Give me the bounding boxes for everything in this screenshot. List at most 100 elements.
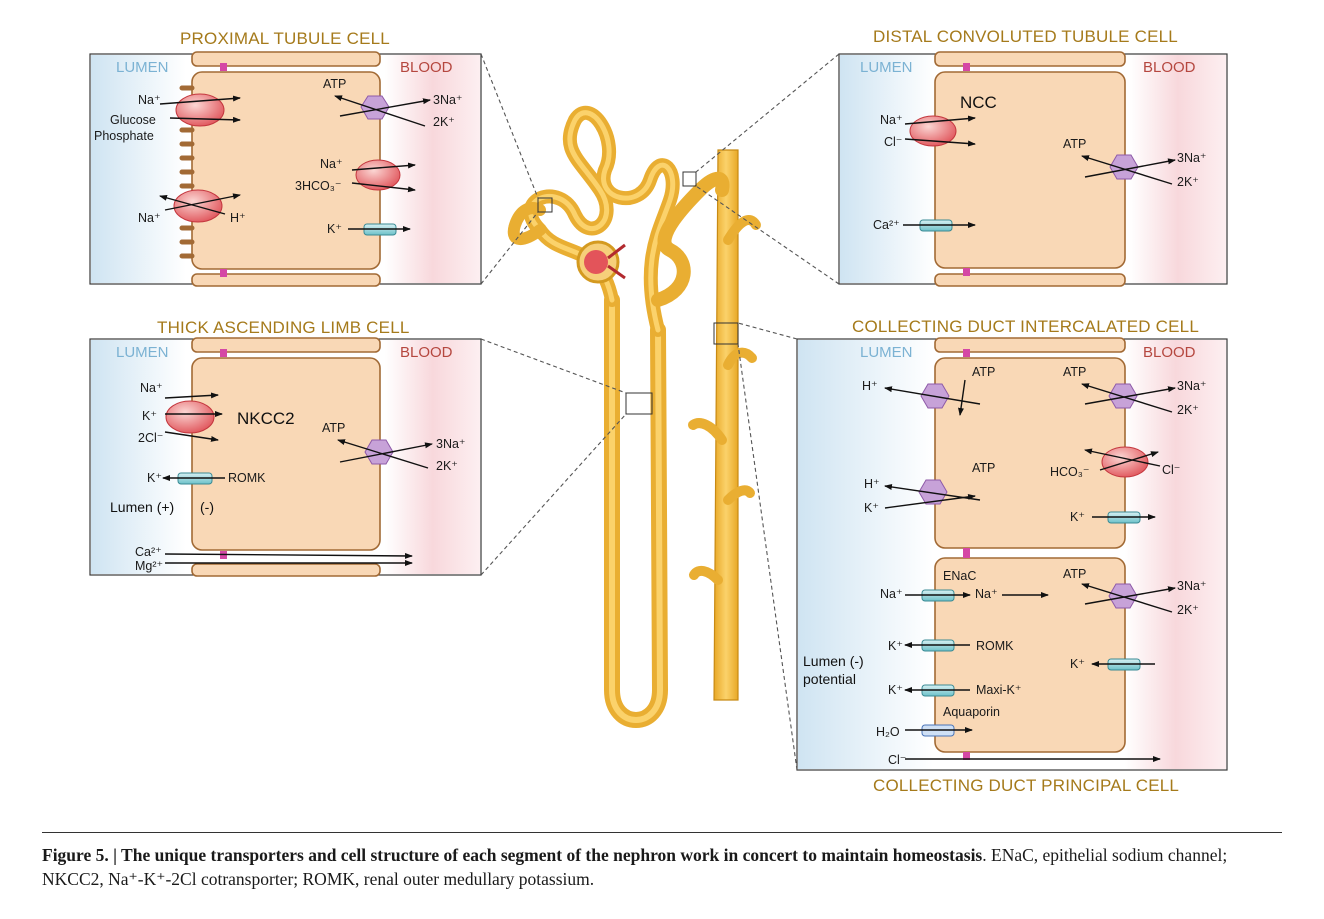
lumen-label: LUMEN xyxy=(116,59,169,76)
ncc-label: NCC xyxy=(960,93,997,112)
panel-title: COLLECTING DUCT INTERCALATED CELL xyxy=(852,317,1199,336)
proximal-tubule-panel: PROXIMAL TUBULE CELL LUMEN BLOOD Na⁺ Glu… xyxy=(89,29,482,287)
na-glucose-cotransporter xyxy=(159,93,241,127)
atp-label: ATP xyxy=(972,461,995,475)
ion-label: Na⁺ xyxy=(138,93,161,107)
panel-title-bottom: COLLECTING DUCT PRINCIPAL CELL xyxy=(873,776,1179,795)
h-k-atpase xyxy=(884,479,981,509)
ion-label: K⁺ xyxy=(888,683,903,697)
caption-rest: . ENaC, epithelial sodium channel; NKCC2… xyxy=(42,845,1228,889)
bicarbonate-chloride-exchanger xyxy=(1084,446,1161,478)
ion-label: K⁺ xyxy=(327,222,342,236)
na-k-atpase xyxy=(337,439,433,469)
na-h-exchanger xyxy=(159,189,241,223)
atp-label: ATP xyxy=(1063,137,1086,151)
panel-title: DISTAL CONVOLUTED TUBULE CELL xyxy=(873,27,1178,46)
atp-label: ATP xyxy=(972,365,995,379)
caption-bold-text: The unique transporters and cell structu… xyxy=(121,845,983,865)
ion-label: 2K⁺ xyxy=(1177,603,1199,617)
ion-label: H⁺ xyxy=(862,379,878,393)
blood-label: BLOOD xyxy=(1143,59,1196,76)
lumen-potential-label-2: potential xyxy=(803,671,856,687)
ion-label: 3HCO₃⁻ xyxy=(295,179,341,193)
thick-ascending-limb-panel: THICK ASCENDING LIMB CELL LUMEN BLOOD Na… xyxy=(89,318,482,577)
k-channel xyxy=(348,223,411,236)
atp-label: ATP xyxy=(323,77,346,91)
ion-label: Na⁺ xyxy=(880,587,903,601)
ion-label: Ca²⁺ xyxy=(135,545,162,559)
ion-label: Glucose xyxy=(110,113,156,127)
h-atpase-apical xyxy=(884,379,981,416)
nkcc2-transporter xyxy=(164,392,223,442)
aquaporin-channel xyxy=(905,724,973,737)
ion-label: HCO₃⁻ xyxy=(1050,465,1089,479)
ion-label: Na⁺ xyxy=(975,587,998,601)
panel-title: THICK ASCENDING LIMB CELL xyxy=(157,318,410,337)
ion-label: 2Cl⁻ xyxy=(138,431,163,445)
ion-label: K⁺ xyxy=(142,409,157,423)
lumen-potential-label: Lumen (-) xyxy=(803,653,864,669)
blood-label: BLOOD xyxy=(400,344,453,361)
ion-label: 2K⁺ xyxy=(433,115,455,129)
maxi-k-channel xyxy=(904,684,970,697)
romk-label: ROMK xyxy=(228,471,266,485)
ion-label: Cl⁻ xyxy=(888,753,906,767)
ion-label: H⁺ xyxy=(230,211,246,225)
ion-label: Na⁺ xyxy=(880,113,903,127)
atp-label: ATP xyxy=(1063,365,1086,379)
ion-label: 3Na⁺ xyxy=(1177,579,1207,593)
lumen-label: LUMEN xyxy=(860,59,913,76)
ion-label: H⁺ xyxy=(864,477,880,491)
ion-label: 2K⁺ xyxy=(1177,403,1199,417)
ion-label: Mg²⁺ xyxy=(135,559,163,573)
maxi-k-label: Maxi-K⁺ xyxy=(976,683,1022,697)
ion-label: Cl⁻ xyxy=(884,135,902,149)
ion-label: K⁺ xyxy=(888,639,903,653)
enac-channel xyxy=(905,589,1049,602)
k-channel-basolateral-principal xyxy=(1091,658,1155,671)
ion-label: K⁺ xyxy=(147,471,162,485)
cell-potential-label: (-) xyxy=(200,499,214,515)
figure-caption: Figure 5. | The unique transporters and … xyxy=(42,832,1282,891)
ion-label: Na⁺ xyxy=(320,157,343,171)
ion-label: K⁺ xyxy=(1070,510,1085,524)
ion-label: 3Na⁺ xyxy=(433,93,463,107)
ion-label: Ca²⁺ xyxy=(873,218,900,232)
lumen-potential-label: Lumen (+) xyxy=(110,499,174,515)
ion-label: 2K⁺ xyxy=(1177,175,1199,189)
blood-label: BLOOD xyxy=(1143,344,1196,361)
ion-label: K⁺ xyxy=(864,501,879,515)
atp-label: ATP xyxy=(322,421,345,435)
ncc-transporter xyxy=(904,115,976,147)
ion-label: Cl⁻ xyxy=(1162,463,1180,477)
ion-label: 3Na⁺ xyxy=(1177,379,1207,393)
romk-label: ROMK xyxy=(976,639,1014,653)
collecting-duct-panel: COLLECTING DUCT INTERCALATED CELL COLLEC… xyxy=(796,317,1228,795)
nephron-illustration xyxy=(480,53,840,771)
ion-label: Na⁺ xyxy=(140,381,163,395)
lumen-label: LUMEN xyxy=(116,344,169,361)
ion-label: 2K⁺ xyxy=(436,459,458,473)
romk-channel xyxy=(162,472,225,485)
caption-label: Figure 5. | xyxy=(42,845,122,865)
panel-title: PROXIMAL TUBULE CELL xyxy=(180,29,390,48)
calcium-channel xyxy=(903,219,976,232)
ion-label: Phosphate xyxy=(94,129,154,143)
aquaporin-label: Aquaporin xyxy=(943,705,1000,719)
blood-label: BLOOD xyxy=(400,59,453,76)
na-k-atpase xyxy=(1081,583,1176,613)
ion-label: 3Na⁺ xyxy=(1177,151,1207,165)
na-k-atpase xyxy=(334,95,431,127)
atp-label: ATP xyxy=(1063,567,1086,581)
romk-channel xyxy=(904,639,970,652)
lumen-label: LUMEN xyxy=(860,344,913,361)
na-bicarbonate-cotransporter xyxy=(351,159,416,193)
na-k-atpase xyxy=(1081,383,1176,413)
ion-label: K⁺ xyxy=(1070,657,1085,671)
na-k-atpase xyxy=(1081,154,1176,185)
ion-label: Na⁺ xyxy=(138,211,161,225)
k-channel-basolateral xyxy=(1092,511,1156,524)
ion-label: 3Na⁺ xyxy=(436,437,466,451)
nkcc2-label: NKCC2 xyxy=(237,409,295,428)
